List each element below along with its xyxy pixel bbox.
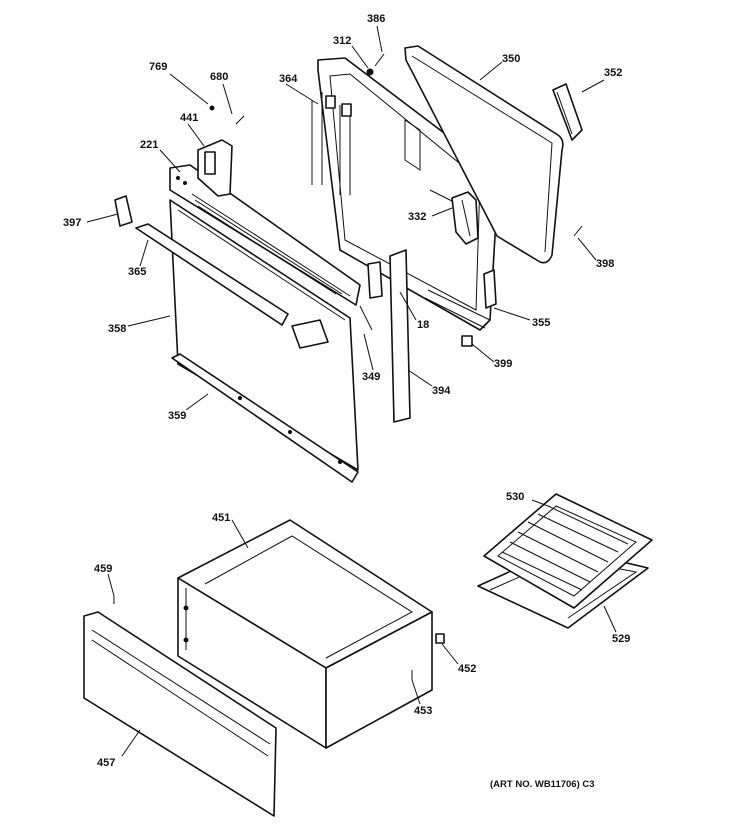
callout-labels: 386 312 350 352 769 680 364 441 221 397 … (63, 13, 630, 790)
callout-451: 451 (212, 512, 230, 524)
broiler-grid-530 (483, 493, 653, 609)
callout-397: 397 (63, 217, 81, 229)
door-glass-panel (404, 45, 564, 264)
door-handle (135, 223, 289, 326)
callout-352: 352 (604, 67, 622, 79)
callout-364: 364 (279, 73, 298, 85)
leader-lines (86, 25, 617, 757)
callout-358: 358 (108, 323, 126, 335)
callout-312: 312 (333, 35, 351, 47)
callout-457: 457 (97, 757, 115, 769)
control-panel-trim (169, 164, 361, 306)
art-number-label: (ART NO. WB11706) C3 (490, 779, 595, 790)
callout-398: 398 (596, 258, 614, 270)
drawer-front-panel (83, 611, 277, 817)
callout-386: 386 (367, 13, 385, 25)
callout-350: 350 (502, 53, 520, 65)
door-hinge-441 (197, 139, 233, 197)
callout-441: 441 (180, 112, 198, 124)
callout-459: 459 (94, 563, 112, 575)
door-inner-frame (311, 57, 500, 331)
callout-399: 399 (494, 358, 512, 370)
callout-332: 332 (408, 211, 426, 223)
callout-529: 529 (612, 633, 630, 645)
callout-769: 769 (149, 61, 167, 73)
door-latch-strip (552, 83, 583, 141)
callout-453: 453 (414, 705, 432, 717)
side-frame-post (359, 249, 411, 423)
screws-769-680 (209, 105, 245, 125)
small-hardware (366, 53, 583, 347)
storage-drawer-body (177, 519, 433, 749)
callout-359: 359 (168, 410, 186, 422)
door-bottom-trim (171, 353, 359, 483)
callout-530: 530 (506, 491, 524, 503)
callout-349: 349 (362, 371, 380, 383)
door-hinge-bracket (451, 191, 479, 245)
callout-680: 680 (210, 71, 228, 83)
drawer-hardware (113, 596, 445, 680)
callout-18: 18 (417, 319, 429, 331)
side-bracket-397 (114, 195, 133, 227)
callout-355: 355 (532, 317, 550, 329)
callout-452: 452 (458, 663, 476, 675)
callout-365: 365 (128, 266, 146, 278)
callout-394: 394 (432, 385, 451, 397)
callout-221: 221 (140, 139, 158, 151)
handle-end-cap (291, 319, 329, 349)
